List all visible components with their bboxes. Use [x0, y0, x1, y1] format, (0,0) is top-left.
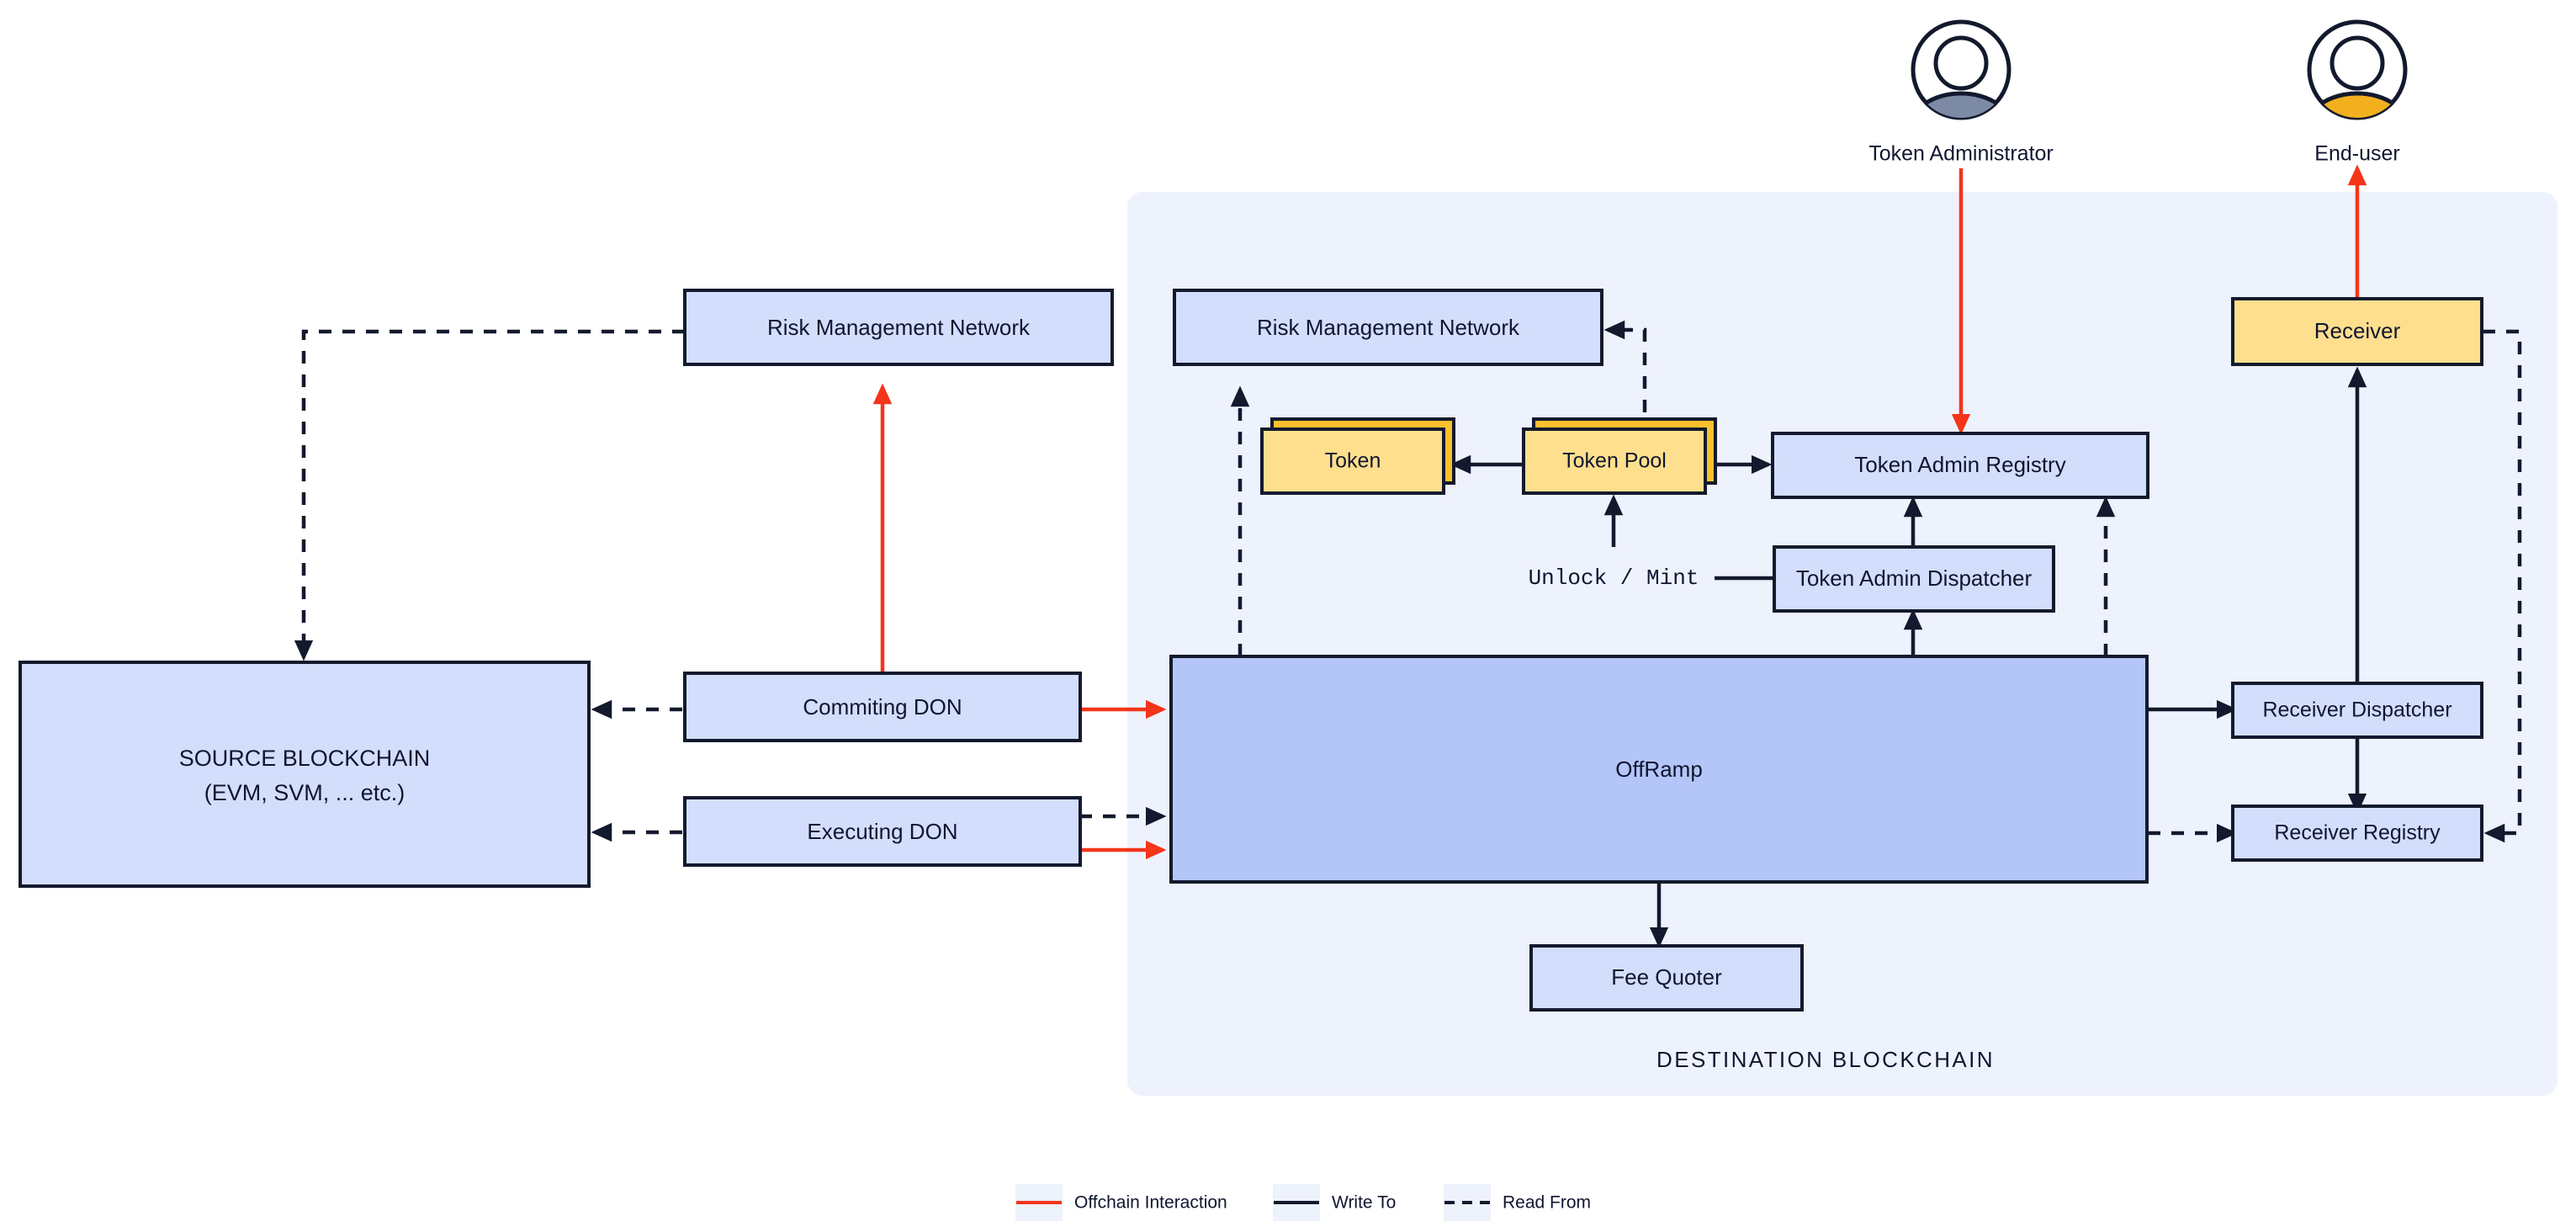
- node-offramp[interactable]: OffRamp: [1169, 655, 2149, 884]
- node-label: Token Admin Registry: [1854, 452, 2065, 477]
- node-risk-management-network-source[interactable]: Risk Management Network: [683, 289, 1114, 366]
- node-label: Risk Management Network: [767, 315, 1031, 340]
- node-token-pool[interactable]: Token Pool: [1522, 417, 1717, 495]
- node-label-line2: (EVM, SVM, ... etc.): [204, 780, 405, 805]
- node-receiver-dispatcher[interactable]: Receiver Dispatcher: [2231, 682, 2483, 739]
- actor-label: Token Administrator: [1868, 142, 2054, 166]
- node-label: Receiver Dispatcher: [2262, 698, 2451, 722]
- node-label: Commiting DON: [803, 694, 962, 720]
- node-receiver-registry[interactable]: Receiver Registry: [2231, 805, 2483, 862]
- edge-receiver-registry-reads-receiver: [2483, 329, 2522, 843]
- node-label: Receiver Registry: [2274, 821, 2441, 845]
- node-risk-management-network-destination[interactable]: Risk Management Network: [1173, 289, 1603, 366]
- node-label: Receiver: [2314, 318, 2401, 343]
- node-executing-don[interactable]: Executing DON: [683, 796, 1082, 867]
- node-token-admin-dispatcher[interactable]: Token Admin Dispatcher: [1773, 545, 2055, 613]
- node-label: Token Pool: [1562, 449, 1667, 473]
- edge-rmn-source-reads-source-blockchain: [294, 329, 685, 661]
- node-label: OffRamp: [1615, 757, 1703, 782]
- node-fee-quoter[interactable]: Fee Quoter: [1529, 944, 1804, 1012]
- node-commiting-don[interactable]: Commiting DON: [683, 672, 1082, 742]
- legend: Offchain Interaction Write To Read From: [1015, 1184, 1591, 1221]
- legend-label: Offchain Interaction: [1074, 1193, 1227, 1213]
- legend-item-read-from: Read From: [1444, 1184, 1591, 1221]
- node-label-line1: SOURCE BLOCKCHAIN: [179, 746, 431, 771]
- node-source-blockchain[interactable]: SOURCE BLOCKCHAIN (EVM, SVM, ... etc.): [19, 661, 591, 888]
- node-label: Token: [1325, 449, 1381, 473]
- avatar-head: [2330, 35, 2385, 91]
- legend-item-offchain-interaction: Offchain Interaction: [1015, 1184, 1227, 1221]
- node-token[interactable]: Token: [1260, 417, 1455, 495]
- destination-blockchain-label: DESTINATION BLOCKCHAIN: [1656, 1047, 1995, 1072]
- node-label: Token Admin Dispatcher: [1796, 566, 2033, 591]
- node-token-admin-registry[interactable]: Token Admin Registry: [1771, 432, 2149, 499]
- legend-item-write-to: Write To: [1273, 1184, 1396, 1221]
- node-label: Executing DON: [807, 819, 957, 844]
- actor-token-administrator: Token Administrator: [1868, 19, 2054, 166]
- edge-label-unlock-mint: Unlock / Mint: [1529, 566, 1699, 591]
- edge-rmn-dest-reads-token-pool: [1603, 320, 1647, 436]
- legend-label: Write To: [1332, 1193, 1396, 1213]
- legend-label: Read From: [1503, 1193, 1591, 1213]
- actor-end-user: End-user: [2307, 19, 2408, 166]
- node-label: Risk Management Network: [1257, 315, 1520, 340]
- node-receiver[interactable]: Receiver: [2231, 297, 2483, 366]
- actor-label: End-user: [2314, 142, 2399, 166]
- node-label: Fee Quoter: [1611, 964, 1722, 990]
- avatar-head: [1933, 35, 1989, 91]
